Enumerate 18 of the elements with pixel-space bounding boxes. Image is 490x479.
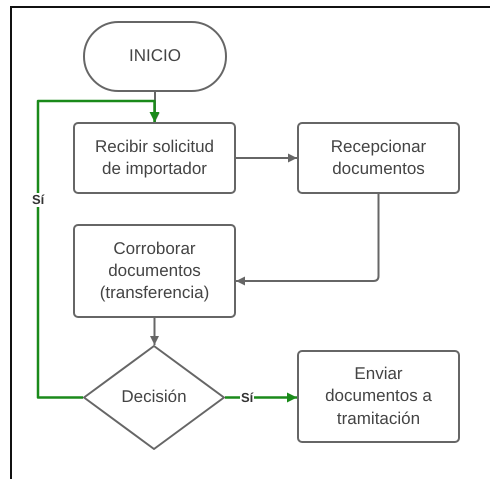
node-text: Corroborar documentos (transferencia): [98, 238, 210, 304]
node-text: Recepcionar documentos: [330, 136, 428, 180]
edge-label: Sí: [240, 390, 254, 405]
edge-label: Sí: [31, 193, 46, 208]
node-text: Recibir solicitud de importador: [94, 136, 216, 180]
process-box: [73, 122, 236, 194]
node-text: Decisión: [120, 386, 188, 408]
arrow: [236, 194, 380, 286]
arrow: [36, 100, 160, 399]
arrow: [225, 392, 297, 402]
decision-diamond: [83, 345, 225, 450]
node-text: INICIO: [128, 45, 182, 68]
process-box: [73, 224, 236, 318]
process-box: [297, 350, 460, 443]
node-text: Enviar documentos a tramitación: [324, 363, 433, 430]
arrow: [236, 154, 297, 162]
arrow: [150, 318, 159, 345]
process-box: [297, 122, 460, 194]
